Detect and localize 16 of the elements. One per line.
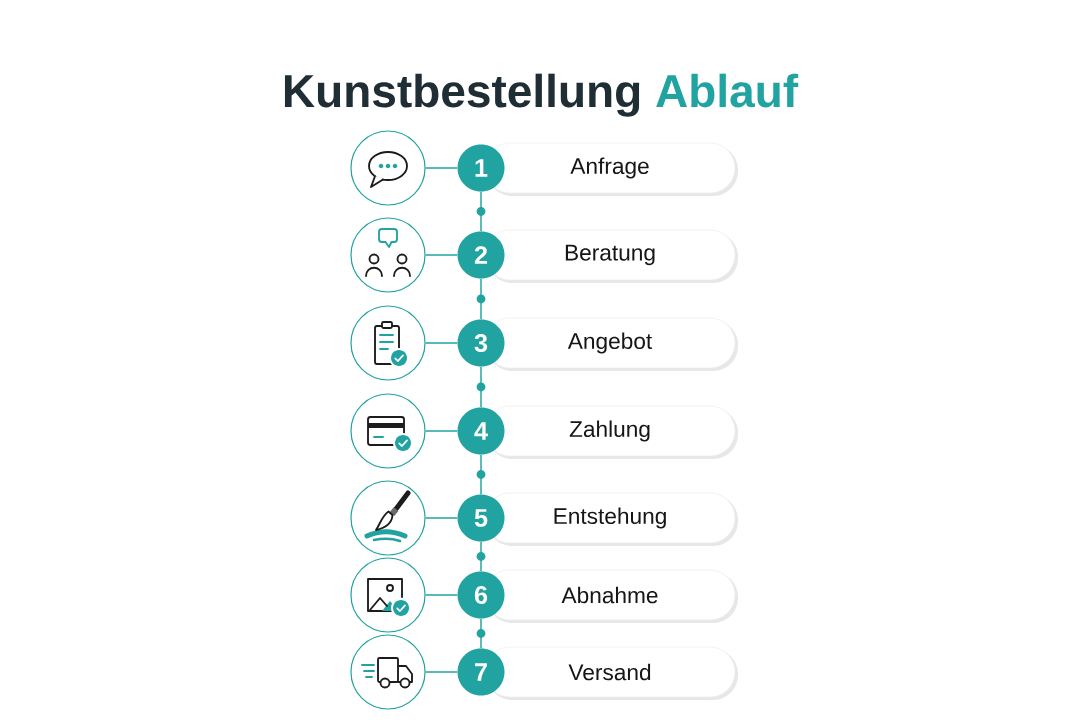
connector-line (480, 366, 482, 408)
connector-line (424, 342, 458, 344)
title: Kunstbestellung Ablauf (284, 73, 799, 117)
connector-line (424, 167, 458, 169)
connector-line (424, 254, 458, 256)
connector-line (424, 517, 458, 519)
icon-circle (350, 634, 426, 710)
connector-line (424, 594, 458, 596)
icon-circle (350, 557, 426, 633)
icon-circle (350, 480, 426, 556)
connector-line (424, 671, 458, 673)
icon-circle (350, 217, 426, 293)
connector-line (480, 278, 482, 320)
connector-line (424, 430, 458, 432)
icon-circle (350, 130, 426, 206)
icon-circle (350, 305, 426, 381)
